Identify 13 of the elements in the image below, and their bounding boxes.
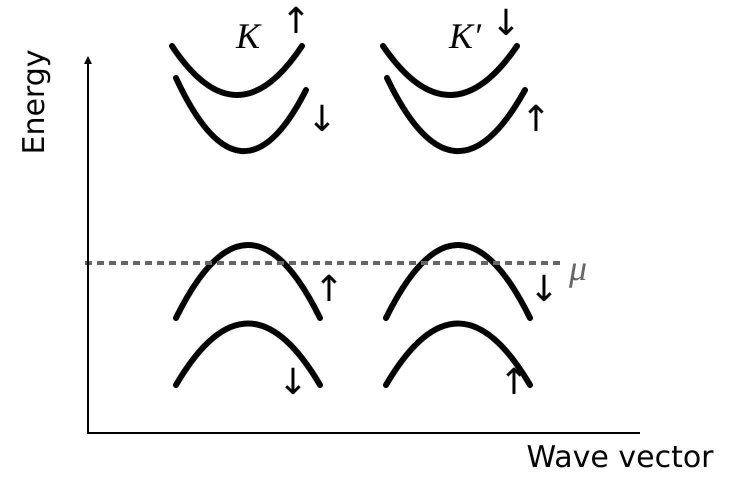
valley-label: K′ [449, 18, 481, 54]
spin-down-arrow: ↓ [306, 102, 338, 138]
axis-label: Energy [20, 49, 50, 155]
valley-label: K [236, 18, 260, 54]
spin-down-arrow: ↓ [490, 6, 522, 42]
spin-up-arrow: ↑ [314, 272, 344, 308]
spin-up-arrow: ↑ [498, 365, 530, 401]
spin-down-arrow: ↓ [528, 272, 560, 308]
axis-label: Wave vector [526, 443, 714, 473]
spin-down-arrow: ↓ [278, 365, 308, 401]
spin-up-arrow: ↑ [520, 102, 552, 138]
chemical-potential-label: μ [568, 250, 588, 286]
spin-up-arrow: ↑ [280, 4, 312, 40]
